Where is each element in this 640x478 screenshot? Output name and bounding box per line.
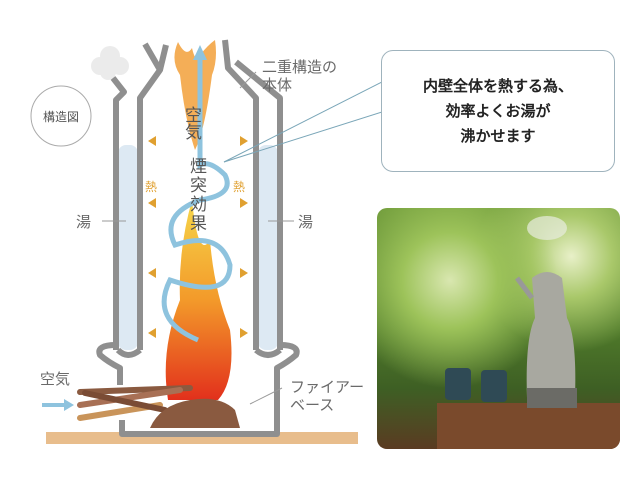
kettle-photo-art: [437, 216, 620, 449]
callout-line-1: 内壁全体を熱する為、: [422, 76, 573, 95]
double-wall-label-2: 本体: [262, 76, 292, 94]
firewood: [77, 385, 193, 421]
top-flame: [174, 40, 216, 150]
air-in-arrow: [42, 399, 74, 411]
hot-water-label-left: 湯: [76, 213, 91, 231]
chimney-char-4: 果: [190, 214, 207, 234]
air-in-label: 空気: [40, 370, 70, 388]
double-wall-body: [96, 39, 300, 437]
callout-line-2: 効率よくお湯が: [445, 101, 551, 120]
structure-badge-circle: [30, 85, 92, 147]
air-top-label: 空気: [181, 106, 202, 141]
fire-base-label-1: ファイアー: [290, 378, 364, 396]
fire-base-label-2: ベース: [290, 396, 334, 414]
heat-label-left: 熱: [145, 180, 157, 194]
chimney-char-3: 効: [190, 195, 207, 215]
steam-cloud: [91, 46, 129, 80]
double-wall-label-1: 二重構造の: [262, 58, 337, 76]
heat-label-right: 熱: [233, 180, 245, 194]
hot-water-label-right: 湯: [298, 213, 313, 231]
leader-lines: [102, 71, 383, 405]
embers: [150, 398, 240, 428]
air-up-arrow: [193, 45, 207, 60]
callout-box: 内壁全体を熱する為、 効率よくお湯が 沸かせます: [381, 50, 615, 172]
chimney-char-1: 煙: [190, 157, 207, 177]
water-right: [258, 145, 278, 350]
heat-arrows: [148, 136, 248, 338]
chimney-char-2: 突: [190, 176, 207, 196]
water-left: [118, 145, 138, 350]
structure-badge: 構造図: [43, 110, 79, 124]
fire-flame: [165, 200, 232, 400]
kettle-photo: [377, 208, 620, 449]
chimney-effect-spiral: [161, 60, 233, 343]
callout-line-3: 沸かせます: [460, 126, 536, 145]
